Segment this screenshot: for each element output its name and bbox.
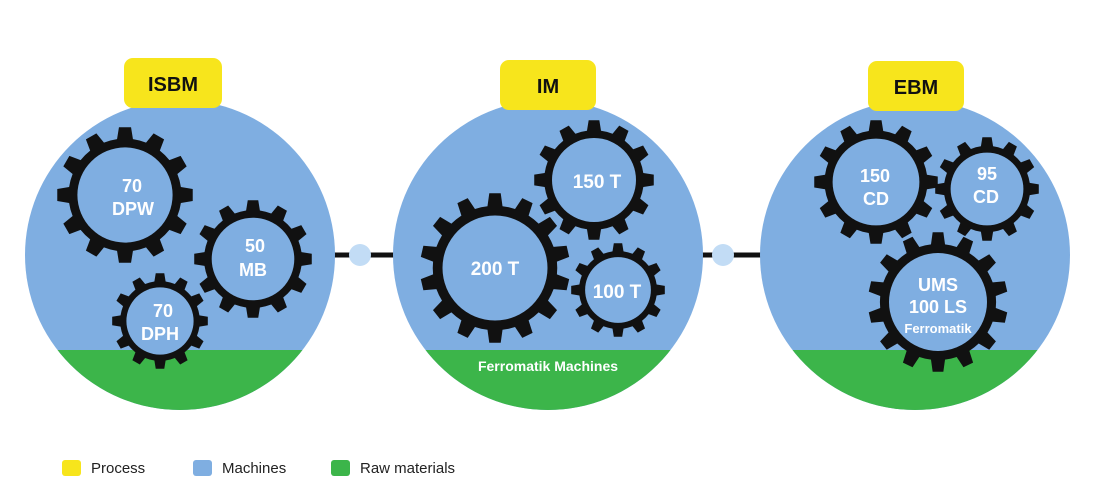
legend-item-process: Process — [62, 457, 145, 479]
legend-swatch-raw-materials — [331, 460, 350, 476]
gear-70-dpw — [57, 127, 193, 263]
machine-label-line: 50 — [245, 236, 265, 256]
legend-label: Raw materials — [360, 459, 456, 477]
connector-dot — [712, 244, 734, 266]
gear-150-t — [534, 120, 654, 240]
gear-150-cd — [814, 120, 938, 244]
process-tag — [868, 61, 964, 111]
materials-label: PET, PP — [146, 409, 213, 429]
machine-label-line: Ferromatik — [904, 321, 972, 336]
process-label: EBM — [894, 77, 938, 99]
gear-face — [832, 138, 920, 226]
legend-item-machines: Machines — [193, 457, 286, 479]
machine-label-line: 100 LS — [909, 297, 967, 317]
legend-item-raw-materials: Raw materials — [331, 457, 455, 479]
machine-label-line: MB — [239, 260, 267, 280]
gear-95-cd — [935, 137, 1039, 241]
legend-swatch-process — [62, 460, 81, 476]
machine-label: 100 T — [593, 282, 642, 303]
gear-face — [585, 257, 651, 323]
process-tag — [124, 58, 222, 108]
machine-label-line: CD — [973, 187, 999, 207]
machine-label: 150 T — [573, 172, 622, 193]
gear-face — [126, 287, 194, 355]
legend-label: Process — [91, 459, 146, 477]
connector-dot — [349, 244, 371, 266]
gear-face — [442, 215, 548, 321]
gear-70-dph — [112, 273, 208, 369]
gear-face — [211, 217, 295, 301]
gear-200-t — [420, 193, 570, 343]
process-tag — [500, 60, 596, 110]
machine-label-line: UMS — [918, 275, 958, 295]
process-label: ISBM — [148, 74, 198, 96]
legend-label: Machines — [222, 459, 287, 477]
materials-label: PP, PCTA — [509, 409, 587, 429]
connector-2 — [697, 244, 767, 266]
gear-face — [950, 152, 1024, 226]
process-label: IM — [537, 76, 559, 98]
materials-label: PP, HDPE — [874, 409, 956, 429]
machine-label-line: DPH — [141, 324, 179, 344]
machine-label-line: CD — [863, 189, 889, 209]
machine-label-line: 95 — [977, 164, 997, 184]
gear-50-mb — [194, 200, 312, 318]
machine-label-line: 70 — [153, 301, 173, 321]
machine-label-line: 70 — [122, 176, 142, 196]
machines-note: Ferromatik Machines — [478, 358, 618, 374]
connector-1 — [330, 244, 400, 266]
gear-face — [552, 138, 636, 222]
gear-ums-100-ls — [868, 232, 1008, 372]
process-group-im: 150 T 200 T 100 T Ferromatik Machines IM PP, … — [393, 60, 703, 429]
legend-swatch-machines — [193, 460, 212, 476]
gear-face — [889, 253, 987, 351]
machine-label-line: DPW — [112, 199, 154, 219]
machine-label-line: 150 — [860, 166, 890, 186]
machine-label: 200 T — [471, 259, 520, 280]
gear-face — [77, 147, 173, 243]
gear-100-t — [571, 243, 665, 337]
